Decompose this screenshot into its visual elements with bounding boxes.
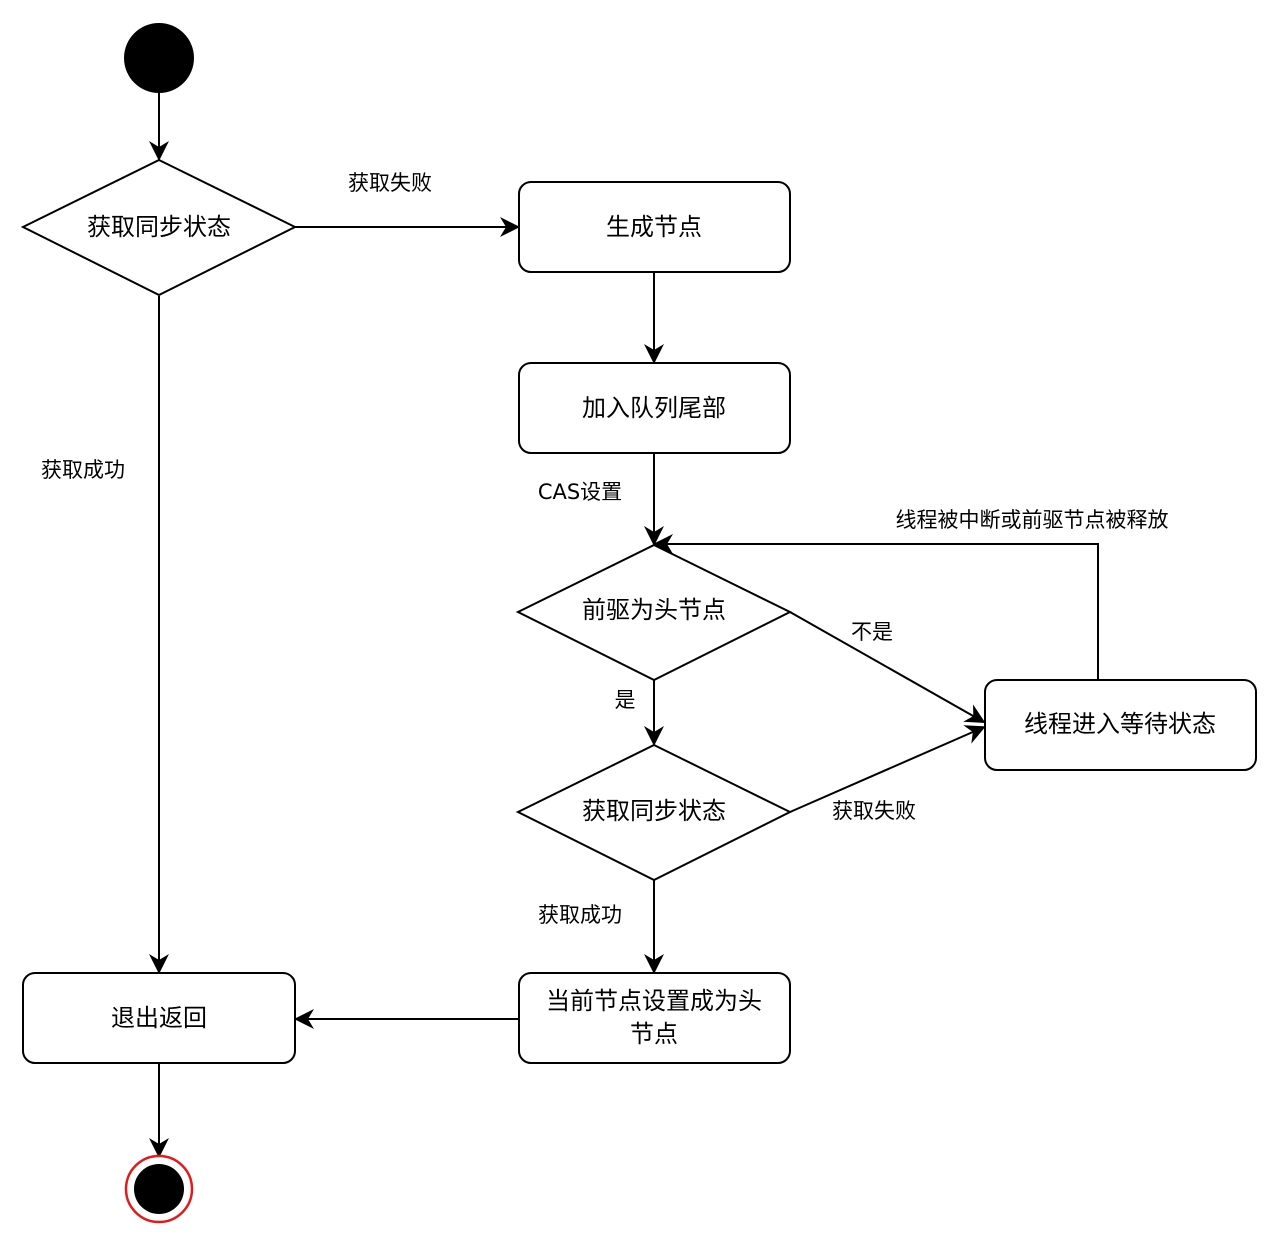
set-head-box [518,972,791,1064]
label-acquire-success-bottom: 获取成功 [538,903,622,927]
end-node-core [134,1164,184,1214]
decision-get-state-2-label: 获取同步状态 [582,797,726,825]
decision-get-state-1 [20,158,298,297]
label-yes: 是 [615,688,636,712]
decision-get-state-1-label: 获取同步状态 [87,213,231,241]
enqueue-tail-box [518,362,791,454]
label-cas-set: CAS设置 [538,480,622,504]
label-interrupted-or-released: 线程被中断或前驱节点被释放 [896,508,1169,532]
decision-get-state-2 [515,743,793,882]
edge-labels: 获取失败 获取成功 CAS设置 线程被中断或前驱节点被释放 不是 是 获取失败 … [41,171,1169,927]
edges [149,93,1099,1158]
create-node-box [518,181,791,273]
start-node [124,23,194,93]
edge-wait-loop-back [653,534,1099,680]
label-acquire-success-left: 获取成功 [41,458,125,482]
exit-return-box [22,972,296,1064]
set-head-label-line2: 节点 [630,1020,678,1048]
set-head-label-line1: 当前节点设置成为头 [546,987,762,1015]
edge-pred-check-to-wait [789,611,986,723]
label-acquire-fail-top: 获取失败 [348,171,432,195]
decision-pred-is-head-label: 前驱为头节点 [582,596,726,624]
nodes: 获取同步状态 生成节点 加入队列尾部 前驱为头节点 线程进入等待状态 获取同步状… [20,23,1257,1224]
enqueue-tail-label: 加入队列尾部 [582,394,726,422]
edge-get-state-to-wait [789,725,986,813]
label-not-yes: 不是 [851,620,893,644]
thread-wait-label: 线程进入等待状态 [1024,710,1216,738]
decision-pred-is-head [515,543,793,682]
exit-return-label: 退出返回 [111,1004,207,1032]
label-acquire-fail-bottom: 获取失败 [832,799,916,823]
create-node-label: 生成节点 [606,213,702,241]
thread-wait-box [984,679,1257,771]
